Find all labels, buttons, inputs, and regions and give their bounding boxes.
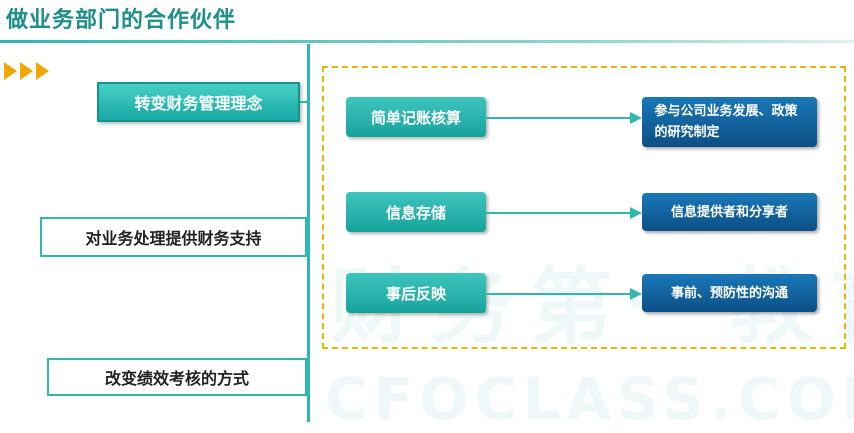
title-underline — [0, 40, 854, 43]
left-item-label: 对业务处理提供财务支持 — [85, 229, 262, 248]
watermark-en: CFOCLASS.COM — [325, 365, 854, 433]
from-box-storage: 信息存储 — [346, 192, 486, 232]
arrow-right-icon — [486, 112, 642, 124]
arrow-right-icon — [486, 288, 642, 300]
left-item-support[interactable]: 对业务处理提供财务支持 — [40, 217, 307, 257]
left-item-performance[interactable]: 改变绩效考核的方式 — [47, 358, 307, 396]
to-label: 信息提供者和分享者 — [670, 204, 788, 220]
to-box-sharing: 信息提供者和分享者 — [642, 193, 817, 231]
left-item-concept[interactable]: 转变财务管理理念 — [97, 82, 300, 122]
page-title: 做业务部门的合作伙伴 — [6, 8, 237, 33]
to-label: 参与公司业务发展、政策的研究制定 — [654, 104, 798, 140]
to-label: 事前、预防性的沟通 — [670, 285, 788, 301]
connector-line — [300, 101, 307, 103]
to-box-policy: 参与公司业务发展、政策的研究制定 — [642, 97, 817, 147]
from-label: 信息存储 — [385, 203, 446, 222]
from-box-bookkeeping: 简单记账核算 — [346, 97, 486, 137]
transformation-frame — [322, 66, 846, 349]
from-label: 简单记账核算 — [370, 108, 461, 127]
to-box-prevention: 事前、预防性的沟通 — [642, 274, 817, 312]
arrow-right-icon — [486, 207, 642, 219]
vertical-divider — [307, 44, 310, 422]
left-item-label: 改变绩效考核的方式 — [104, 369, 249, 388]
from-label: 事后反映 — [385, 284, 446, 303]
chevron-arrows-icon — [4, 62, 52, 80]
left-item-label: 转变财务管理理念 — [134, 94, 263, 113]
from-box-reflection: 事后反映 — [346, 273, 486, 313]
